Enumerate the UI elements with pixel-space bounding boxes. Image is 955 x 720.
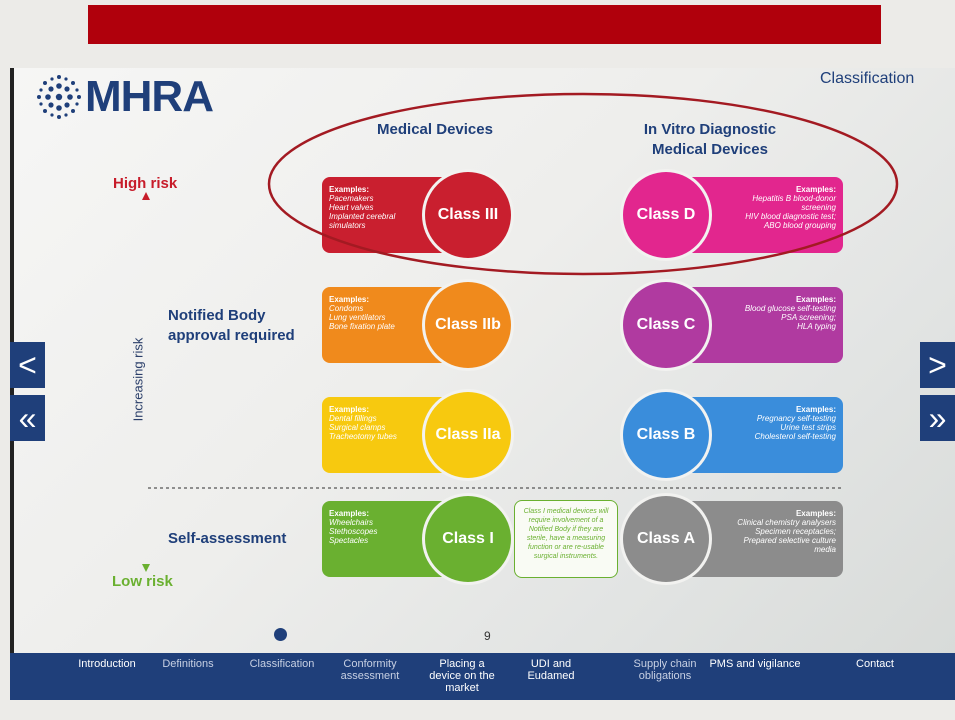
example-item: Prepared selective culture	[743, 536, 837, 545]
nav-item-supply-chain-obligations[interactable]: Supply chain obligations	[633, 658, 697, 682]
medical-class-circle: Class IIb	[425, 282, 511, 368]
page-number: 9	[484, 629, 491, 643]
notified-body-line2: approval required	[168, 327, 295, 344]
example-item: media	[814, 545, 836, 554]
page-title: Classification	[820, 70, 915, 87]
ivd-class-circle: Class A	[623, 496, 709, 582]
nav-item-contact[interactable]: Contact	[856, 658, 894, 670]
examples-label: Examples:	[329, 405, 370, 414]
bottom-navigation	[10, 653, 955, 700]
example-item: Bone fixation plate	[329, 322, 395, 331]
highlight-ellipse	[267, 92, 899, 276]
example-item: Stethoscopes	[329, 527, 378, 536]
example-item: Cholesterol self-testing	[754, 432, 836, 441]
low-risk-label: Low risk	[112, 573, 173, 590]
nav-item-introduction[interactable]: Introduction	[78, 658, 136, 670]
last-button[interactable]: »	[920, 395, 955, 441]
example-item: Surgical clamps	[329, 423, 386, 432]
column-heading-ivd: In Vitro Diagnostic Medical Devices	[610, 120, 810, 160]
example-item: HLA typing	[797, 322, 836, 331]
class-i-note: Class I medical devices will require inv…	[514, 500, 618, 578]
notified-body-label: Notified Body approval required	[168, 306, 295, 346]
example-item: HIV blood diagnostic test;	[745, 212, 836, 221]
example-item: Clinical chemistry analysers	[737, 518, 836, 527]
increasing-risk-label: Increasing risk	[130, 337, 146, 422]
examples-label: Examples:	[795, 405, 836, 414]
example-item: Pacemakers	[329, 194, 374, 203]
ivd-heading-line1: In Vitro Diagnostic	[643, 121, 777, 138]
next-button[interactable]: >	[920, 342, 955, 388]
ivd-class-circle: Class B	[623, 392, 709, 478]
nav-item-definitions[interactable]: Definitions	[162, 658, 214, 670]
example-item: Spectacles	[329, 536, 369, 545]
medical-class-circle: Class I	[425, 496, 511, 582]
example-item: ABO blood grouping	[763, 221, 836, 230]
examples-label: Examples:	[329, 509, 370, 518]
example-item: Blood glucose self-testing	[744, 304, 836, 313]
nav-item-pms-and-vigilance[interactable]: PMS and vigilance	[709, 658, 801, 670]
ivd-heading-line2: Medical Devices	[652, 141, 768, 158]
nav-item-conformity-assessment[interactable]: Conformity assessment	[340, 658, 400, 682]
example-item: Hepatitis B blood-donor	[752, 194, 836, 203]
example-item: Pregnancy self-testing	[756, 414, 836, 423]
mhra-logo-text: MHRA	[85, 72, 214, 121]
nav-item-placing-a-device-on-the-market[interactable]: Placing a device on the market	[429, 658, 495, 694]
example-item: Lung ventilators	[329, 313, 386, 322]
ivd-class-circle: Class D	[623, 172, 709, 258]
example-item: simulators	[329, 221, 366, 230]
risk-arrow-icon	[142, 192, 150, 572]
example-item: Dental fillings	[329, 414, 377, 423]
self-assessment-label: Self-assessment	[168, 530, 287, 547]
examples-label: Examples:	[795, 509, 836, 518]
notified-body-line1: Notified Body	[168, 307, 266, 324]
first-button[interactable]: «	[10, 395, 45, 441]
column-heading-medical: Medical Devices	[377, 121, 493, 138]
medical-class-circle: Class III	[425, 172, 511, 258]
page-indicator-dot	[274, 628, 287, 641]
high-risk-label: High risk	[113, 175, 178, 192]
prev-button[interactable]: <	[10, 342, 45, 388]
examples-label: Examples:	[329, 185, 370, 194]
example-item: Specimen receptacles;	[755, 527, 836, 536]
example-item: screening	[801, 203, 836, 212]
examples-label: Examples:	[329, 295, 370, 304]
ivd-class-circle: Class C	[623, 282, 709, 368]
example-item: Urine test strips	[780, 423, 836, 432]
nav-item-udi-and-eudamed[interactable]: UDI and Eudamed	[527, 658, 575, 682]
example-item: Tracheotomy tubes	[329, 432, 397, 441]
examples-label: Examples:	[795, 295, 836, 304]
self-assessment-divider	[148, 487, 843, 489]
mhra-logo-icon	[37, 75, 81, 119]
top-banner	[88, 5, 881, 44]
example-item: Implanted cerebral	[329, 212, 396, 221]
examples-label: Examples:	[795, 185, 836, 194]
example-item: PSA screening;	[781, 313, 836, 322]
example-item: Wheelchairs	[329, 518, 374, 527]
example-item: Condoms	[329, 304, 364, 313]
example-item: Heart valves	[329, 203, 374, 212]
medical-class-circle: Class IIa	[425, 392, 511, 478]
nav-item-classification[interactable]: Classification	[249, 658, 315, 670]
